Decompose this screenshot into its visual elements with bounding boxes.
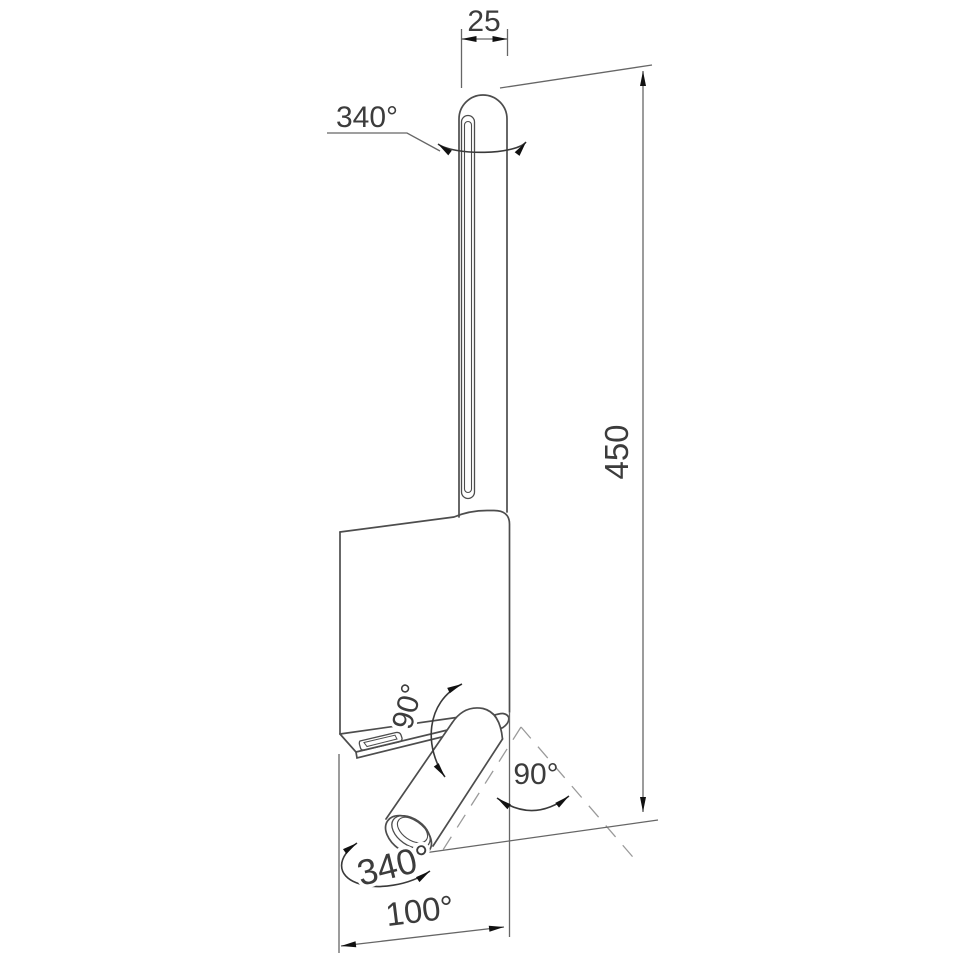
- spot-lens: [396, 816, 429, 844]
- stem-light-slot-inner: [463, 120, 473, 494]
- usb-slot: [358, 731, 403, 751]
- label-overall-height: 450: [598, 424, 635, 479]
- rotation340-top-ellipse: [437, 141, 527, 156]
- shelf-front-face: [339, 731, 463, 760]
- dimension-lines: [327, 29, 659, 953]
- dim100-line: [340, 925, 505, 948]
- label-spot-rotation: 340°: [353, 836, 435, 894]
- stem-tube: [458, 94, 508, 518]
- rotation-arrows: [340, 141, 570, 888]
- dim450-leader-bottom: [423, 819, 659, 854]
- label-head-rotation: 340°: [336, 101, 398, 134]
- rotation340-bottom-ellipse: [340, 842, 431, 888]
- stem-light-slot: [460, 114, 476, 500]
- dimension-labels: 25 340° 450 90° 90° 340° 100°: [336, 5, 635, 933]
- rotation340-top-leader: [327, 132, 441, 152]
- dim450-leader-top: [499, 64, 653, 89]
- dashed-swing-line-right: [520, 726, 639, 864]
- label-swing-lateral: 90°: [513, 758, 558, 791]
- usb-slot-inner: [363, 734, 398, 748]
- swing-reference-dashed-lines: [440, 726, 639, 864]
- label-swing-vertical: 90°: [386, 680, 430, 732]
- swing90-lateral-arc: [496, 795, 570, 812]
- label-base-width: 100°: [383, 888, 455, 933]
- backplate-top-right-edge: [339, 509, 511, 713]
- lamp-body: [339, 94, 511, 857]
- spot-barrel-right-edge: [432, 738, 504, 847]
- swing90-vertical-arc: [430, 683, 463, 778]
- label-tube-diameter: 25: [467, 5, 500, 38]
